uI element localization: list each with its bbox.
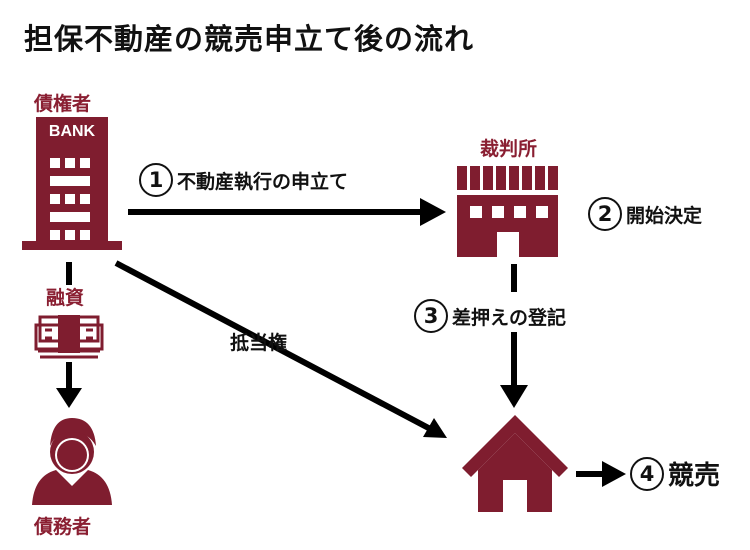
arrow-step4 xyxy=(576,461,626,487)
debtor-label: 債務者 xyxy=(34,516,92,538)
arrow-step3 xyxy=(500,264,528,408)
money-bundle-icon xyxy=(34,315,104,359)
mortgage-label: 抵当権 xyxy=(230,332,288,354)
step4-number: 4 xyxy=(630,456,664,491)
financing-label: 融資 xyxy=(46,287,85,309)
step1-number: 1 xyxy=(139,163,173,197)
arrow-financing xyxy=(56,262,82,408)
court-building-icon xyxy=(457,166,558,257)
bank-building-icon xyxy=(22,117,122,250)
page-title: 担保不動産の競売申立て後の流れ xyxy=(24,22,475,56)
arrow-step1 xyxy=(128,198,446,226)
house-icon xyxy=(462,415,568,512)
arrow-mortgage xyxy=(114,260,447,438)
step2-number: 2 xyxy=(588,197,622,231)
court-label: 裁判所 xyxy=(480,138,538,160)
step3-number: 3 xyxy=(414,299,448,333)
creditor-label: 債権者 xyxy=(34,93,92,115)
bank-sign: BANK xyxy=(49,123,96,140)
